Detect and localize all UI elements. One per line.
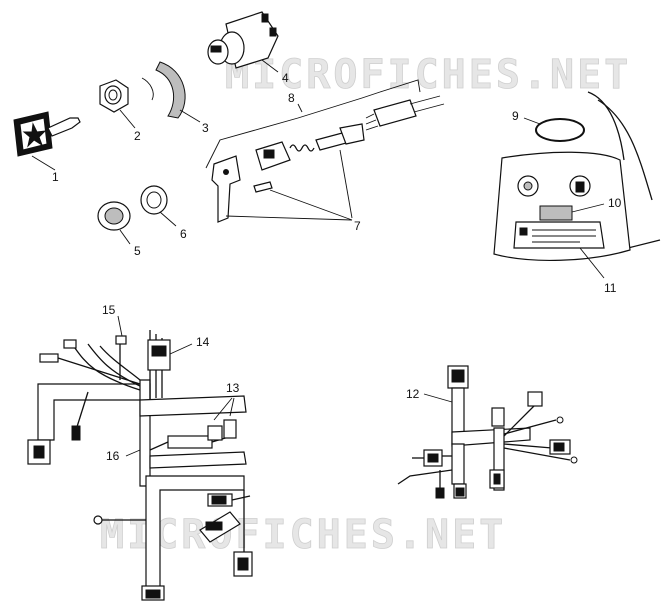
part-secondary-harness <box>397 365 578 499</box>
callout-6: 6 <box>180 227 187 241</box>
callout-10: 10 <box>608 196 622 210</box>
part-emblem-badge <box>13 111 56 171</box>
callout-9: 9 <box>512 109 519 123</box>
part-ignition-switch <box>207 11 279 73</box>
callout-11: 11 <box>604 281 617 295</box>
callout-13: 13 <box>226 381 240 395</box>
callout-16: 16 <box>106 449 120 463</box>
callout-7: 7 <box>354 219 361 233</box>
part-ring-nut <box>97 201 131 245</box>
part-main-harness <box>27 315 253 601</box>
part-dashboard-panel <box>493 91 661 279</box>
part-key <box>47 117 81 137</box>
callout-14: 14 <box>196 335 210 349</box>
callout-5: 5 <box>134 244 141 258</box>
callout-15: 15 <box>102 303 116 317</box>
callout-1: 1 <box>52 170 59 184</box>
callout-3: 3 <box>202 121 209 135</box>
callout-8: 8 <box>288 91 295 105</box>
part-switch-assembly <box>205 79 445 223</box>
callout-4: 4 <box>282 71 289 85</box>
callout-12: 12 <box>406 387 420 401</box>
part-o-ring <box>523 117 585 142</box>
callout-2: 2 <box>134 129 141 143</box>
part-nut <box>99 79 136 129</box>
part-bezel <box>141 61 201 123</box>
watermark-bottom: MICROFICHES.NET <box>100 512 506 558</box>
part-lock-washer <box>140 185 177 227</box>
watermark-top: MICROFICHES.NET <box>225 52 631 98</box>
